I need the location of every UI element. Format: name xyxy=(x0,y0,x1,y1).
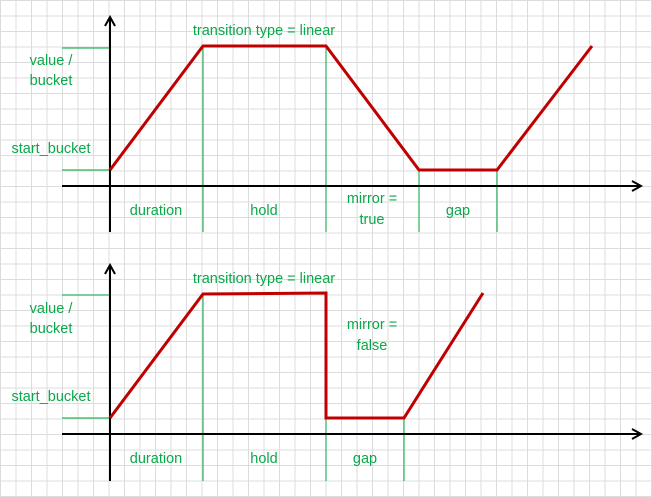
bottom-mirror-label-line1: mirror = xyxy=(347,317,397,333)
bottom-transition-curve xyxy=(108,291,485,420)
top-hold-label: hold xyxy=(250,203,277,219)
bottom-start-label: start_bucket xyxy=(12,389,91,405)
top-mirror-label-line1: mirror = xyxy=(347,191,397,207)
bottom-y-label-line2: bucket xyxy=(30,321,73,337)
bottom-y-label-line1: value / xyxy=(30,301,74,317)
top-panel: transition type = linear value / bucket … xyxy=(12,17,642,232)
top-y-label-line2: bucket xyxy=(30,73,73,89)
bottom-hold-label: hold xyxy=(250,451,277,467)
top-title: transition type = linear xyxy=(193,23,335,39)
bottom-gap-label: gap xyxy=(353,451,377,467)
bottom-duration-label: duration xyxy=(130,451,182,467)
top-transition-curve xyxy=(108,44,594,172)
bottom-title: transition type = linear xyxy=(193,271,335,287)
bottom-panel: transition type = linear value / bucket … xyxy=(12,265,642,481)
top-start-label: start_bucket xyxy=(12,141,91,157)
top-mirror-label-line2: true xyxy=(360,212,385,228)
top-gap-label: gap xyxy=(446,203,470,219)
top-guides xyxy=(62,46,498,232)
top-duration-label: duration xyxy=(130,203,182,219)
bottom-mirror-label-line2: false xyxy=(357,338,388,354)
top-y-label-line1: value / xyxy=(30,53,74,69)
